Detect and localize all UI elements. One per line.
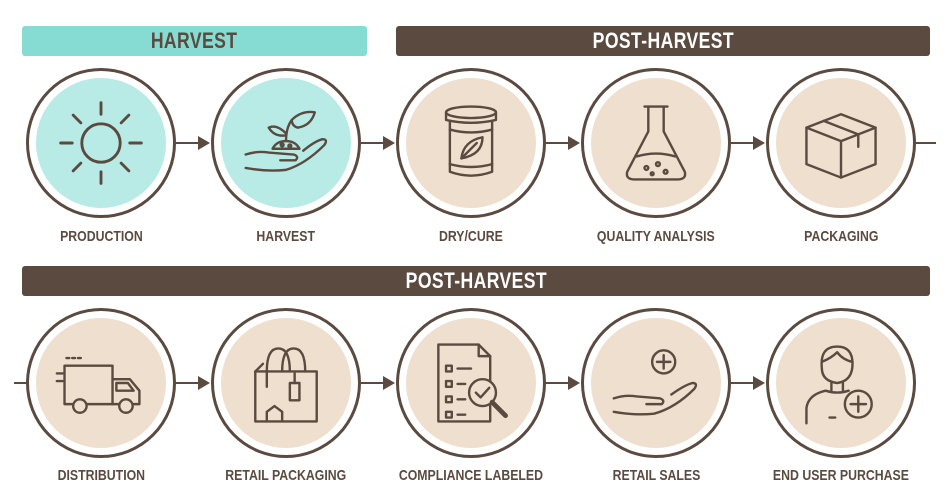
harvest-banner-label: HARVEST xyxy=(151,28,238,53)
post-harvest-banner-bottom: POST-HARVEST xyxy=(22,266,930,296)
step-packaging xyxy=(766,68,916,218)
connector xyxy=(546,382,574,384)
truck-icon xyxy=(55,356,141,414)
step-label: HARVEST xyxy=(256,228,316,245)
connector xyxy=(361,142,389,144)
jar-leaf-icon xyxy=(444,105,498,177)
flask-icon xyxy=(625,105,687,181)
step-production xyxy=(26,68,176,218)
connector xyxy=(731,142,759,144)
sun-icon xyxy=(59,101,143,185)
connector xyxy=(176,382,204,384)
arrow-icon xyxy=(568,376,580,390)
connector xyxy=(176,142,204,144)
connector xyxy=(731,382,759,384)
step-end-user-purchase xyxy=(766,308,916,458)
connector xyxy=(14,382,30,384)
shopping-bag-icon xyxy=(254,347,318,423)
arrow-icon xyxy=(753,376,765,390)
step-harvest xyxy=(211,68,361,218)
hand-plus-icon xyxy=(612,349,698,416)
step-label: PACKAGING xyxy=(803,228,879,245)
step-label: RETAIL PACKAGING xyxy=(225,467,347,484)
step-label: QUALITY ANALYSIS xyxy=(597,228,715,245)
harvest-banner: HARVEST xyxy=(22,26,367,56)
step-label: RETAIL SALES xyxy=(612,467,700,484)
connector xyxy=(361,382,389,384)
step-label: COMPLIANCE LABELED xyxy=(398,467,544,484)
box-icon xyxy=(805,113,877,179)
step-label: PRODUCTION xyxy=(59,228,143,245)
connector xyxy=(546,142,574,144)
step-quality-analysis xyxy=(581,68,731,218)
step-label: END USER PURCHASE xyxy=(772,467,909,484)
post-harvest-banner-top-label: POST-HARVEST xyxy=(592,28,734,53)
hand-sprout-icon xyxy=(244,110,328,172)
checklist-magnifier-icon xyxy=(437,343,508,423)
arrow-icon xyxy=(198,136,210,150)
step-compliance-labeled xyxy=(396,308,546,458)
connector xyxy=(916,142,936,144)
arrow-icon xyxy=(383,376,395,390)
step-label: DISTRIBUTION xyxy=(57,467,145,484)
post-harvest-banner-top: POST-HARVEST xyxy=(396,26,930,56)
step-label: DRY/CURE xyxy=(439,228,503,245)
step-distribution xyxy=(26,308,176,458)
post-harvest-banner-bottom-label: POST-HARVEST xyxy=(405,268,547,293)
arrow-icon xyxy=(753,136,765,150)
step-retail-packaging xyxy=(211,308,361,458)
arrow-icon xyxy=(568,136,580,150)
step-dry-cure xyxy=(396,68,546,218)
step-retail-sales xyxy=(581,308,731,458)
user-plus-icon xyxy=(805,345,873,425)
arrow-icon xyxy=(198,376,210,390)
arrow-icon xyxy=(383,136,395,150)
